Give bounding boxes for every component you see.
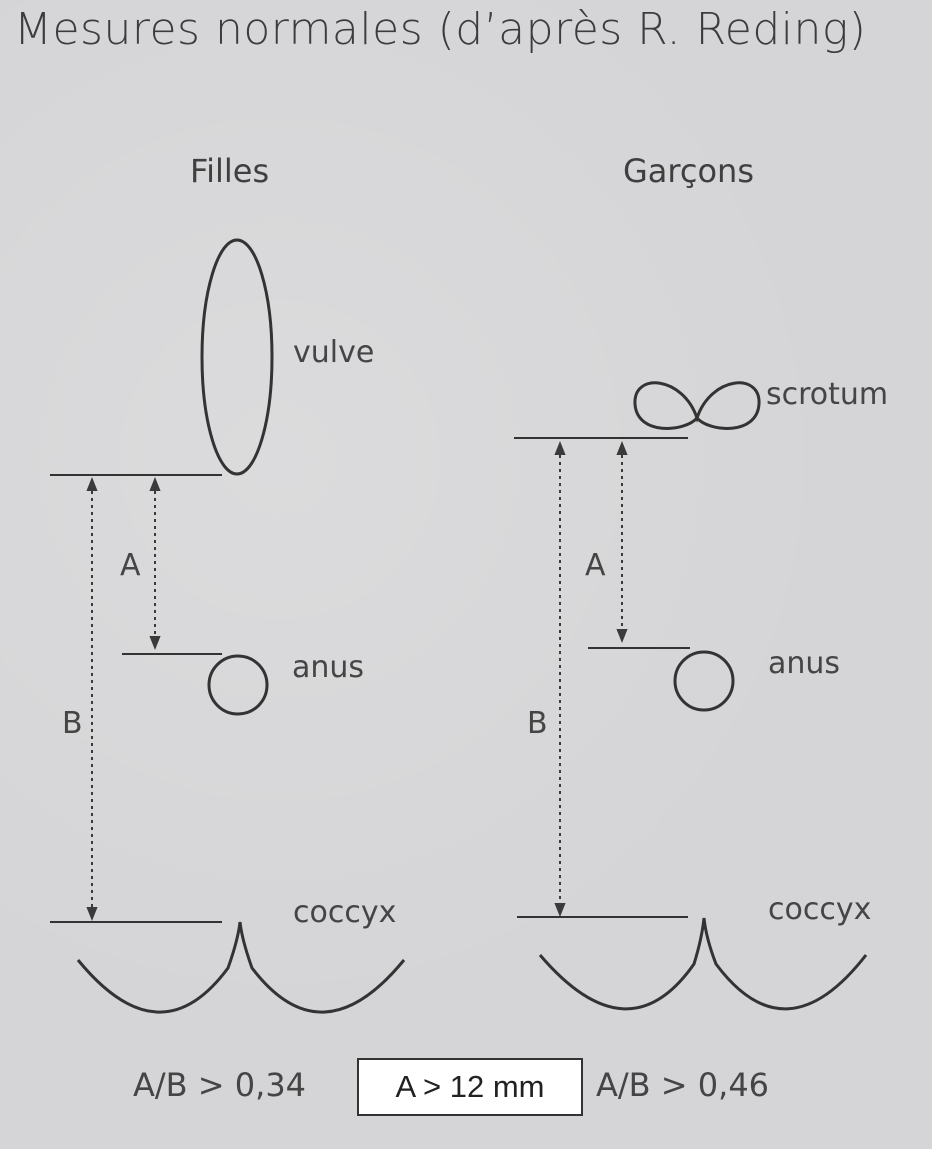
girls-dim-b-label: B bbox=[62, 706, 83, 741]
scrotum-shape bbox=[633, 381, 761, 430]
boys-coccyx-label: coccyx bbox=[768, 892, 872, 927]
girls-ratio: A/B > 0,34 bbox=[133, 1066, 307, 1104]
girls-anus-label: anus bbox=[292, 650, 365, 685]
boys-heading: Garçons bbox=[623, 152, 754, 190]
vulva-shape bbox=[200, 238, 274, 476]
girls-dim-a-label: A bbox=[120, 548, 141, 583]
boxed-note-text: A > 12 mm bbox=[395, 1069, 545, 1104]
boys-ratio: A/B > 0,46 bbox=[596, 1066, 770, 1104]
diagram-title: Mesures normales (d’après R. Reding) bbox=[14, 4, 867, 55]
boxed-note: A > 12 mm bbox=[357, 1058, 583, 1116]
boys-coccyx-shape bbox=[538, 917, 868, 1011]
boys-scrotum-label: scrotum bbox=[766, 377, 889, 412]
girls-anus-shape bbox=[207, 654, 269, 716]
boys-dim-a-label: A bbox=[585, 548, 606, 583]
boys-dim-b-label: B bbox=[527, 706, 548, 741]
boys-anus-shape bbox=[673, 650, 735, 712]
boys-anus-label: anus bbox=[768, 646, 841, 681]
girls-coccyx-shape bbox=[76, 921, 406, 1014]
girls-heading: Filles bbox=[190, 152, 270, 190]
girls-vulva-label: vulve bbox=[293, 335, 375, 370]
girls-coccyx-label: coccyx bbox=[293, 895, 397, 930]
